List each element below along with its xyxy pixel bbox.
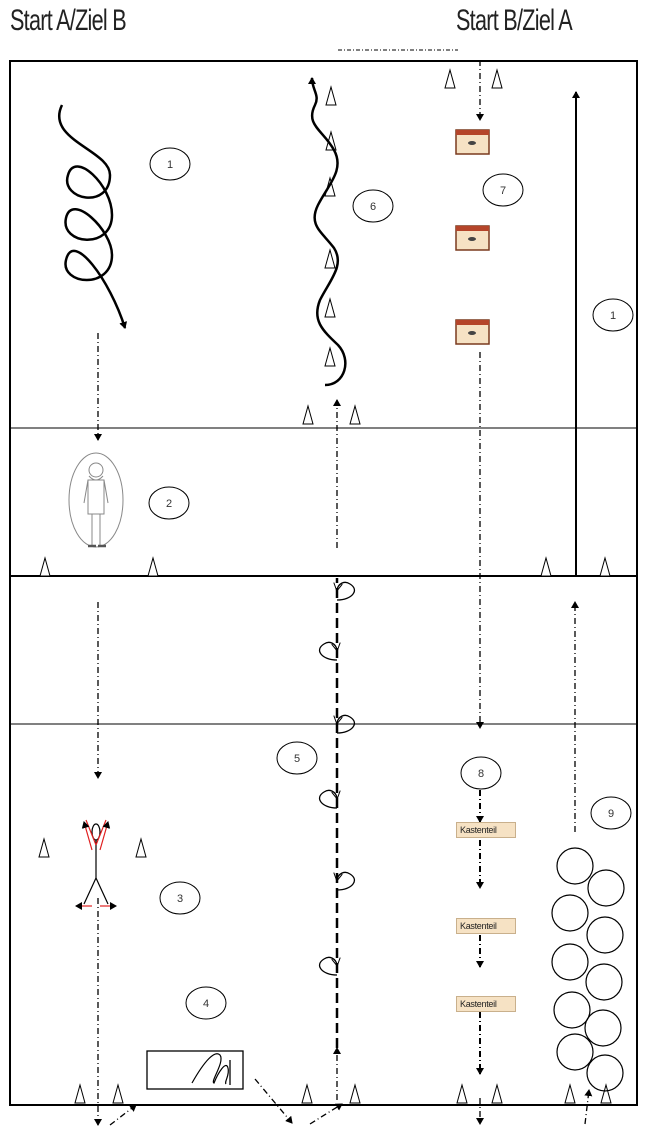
cones (38, 69, 612, 1104)
loop-path (58, 104, 128, 329)
start-b-ziel-a-heading: Start B/Ziel A (456, 4, 573, 37)
station-number: 3 (177, 893, 183, 905)
hoops-icon (551, 847, 625, 1092)
kastenteil-label: Kastenteil (456, 918, 516, 934)
gym-mat-icon (146, 1050, 244, 1090)
start-a-ziel-b-heading: Start A/Ziel B (10, 4, 127, 37)
station-number: 4 (203, 998, 209, 1010)
station-number-markers: 1 6 7 1 2 5 8 9 3 4 (148, 147, 634, 1020)
box-stack-icon (455, 225, 490, 251)
station-number: 2 (166, 498, 172, 510)
station-number: 5 (294, 753, 300, 765)
station-number: 7 (500, 185, 506, 197)
kastenteil-label: Kastenteil (456, 822, 516, 838)
direction-arrow (254, 1078, 293, 1124)
spin-loop (337, 581, 355, 601)
box-stack-icon (455, 129, 490, 155)
hall-outline (9, 60, 638, 1106)
direction-arrow (309, 1103, 343, 1125)
direction-arrow (109, 1104, 137, 1126)
spin-loop (319, 789, 337, 809)
slalom-path (308, 77, 347, 387)
rope-skipper-icon (68, 452, 124, 548)
kastenteil-label: Kastenteil (456, 996, 516, 1012)
spin-loop (319, 641, 337, 661)
spin-loop (337, 714, 355, 734)
station-number: 1 (167, 159, 173, 171)
station-number: 6 (370, 201, 376, 213)
station-number: 1 (610, 310, 616, 322)
spin-loop (337, 871, 355, 891)
jumping-jack-icon (75, 819, 117, 910)
box-stack-icon (455, 319, 490, 345)
station-number: 8 (478, 768, 484, 780)
spin-loop (319, 956, 337, 976)
station-number: 9 (608, 808, 614, 820)
direction-arrow (584, 1089, 593, 1125)
